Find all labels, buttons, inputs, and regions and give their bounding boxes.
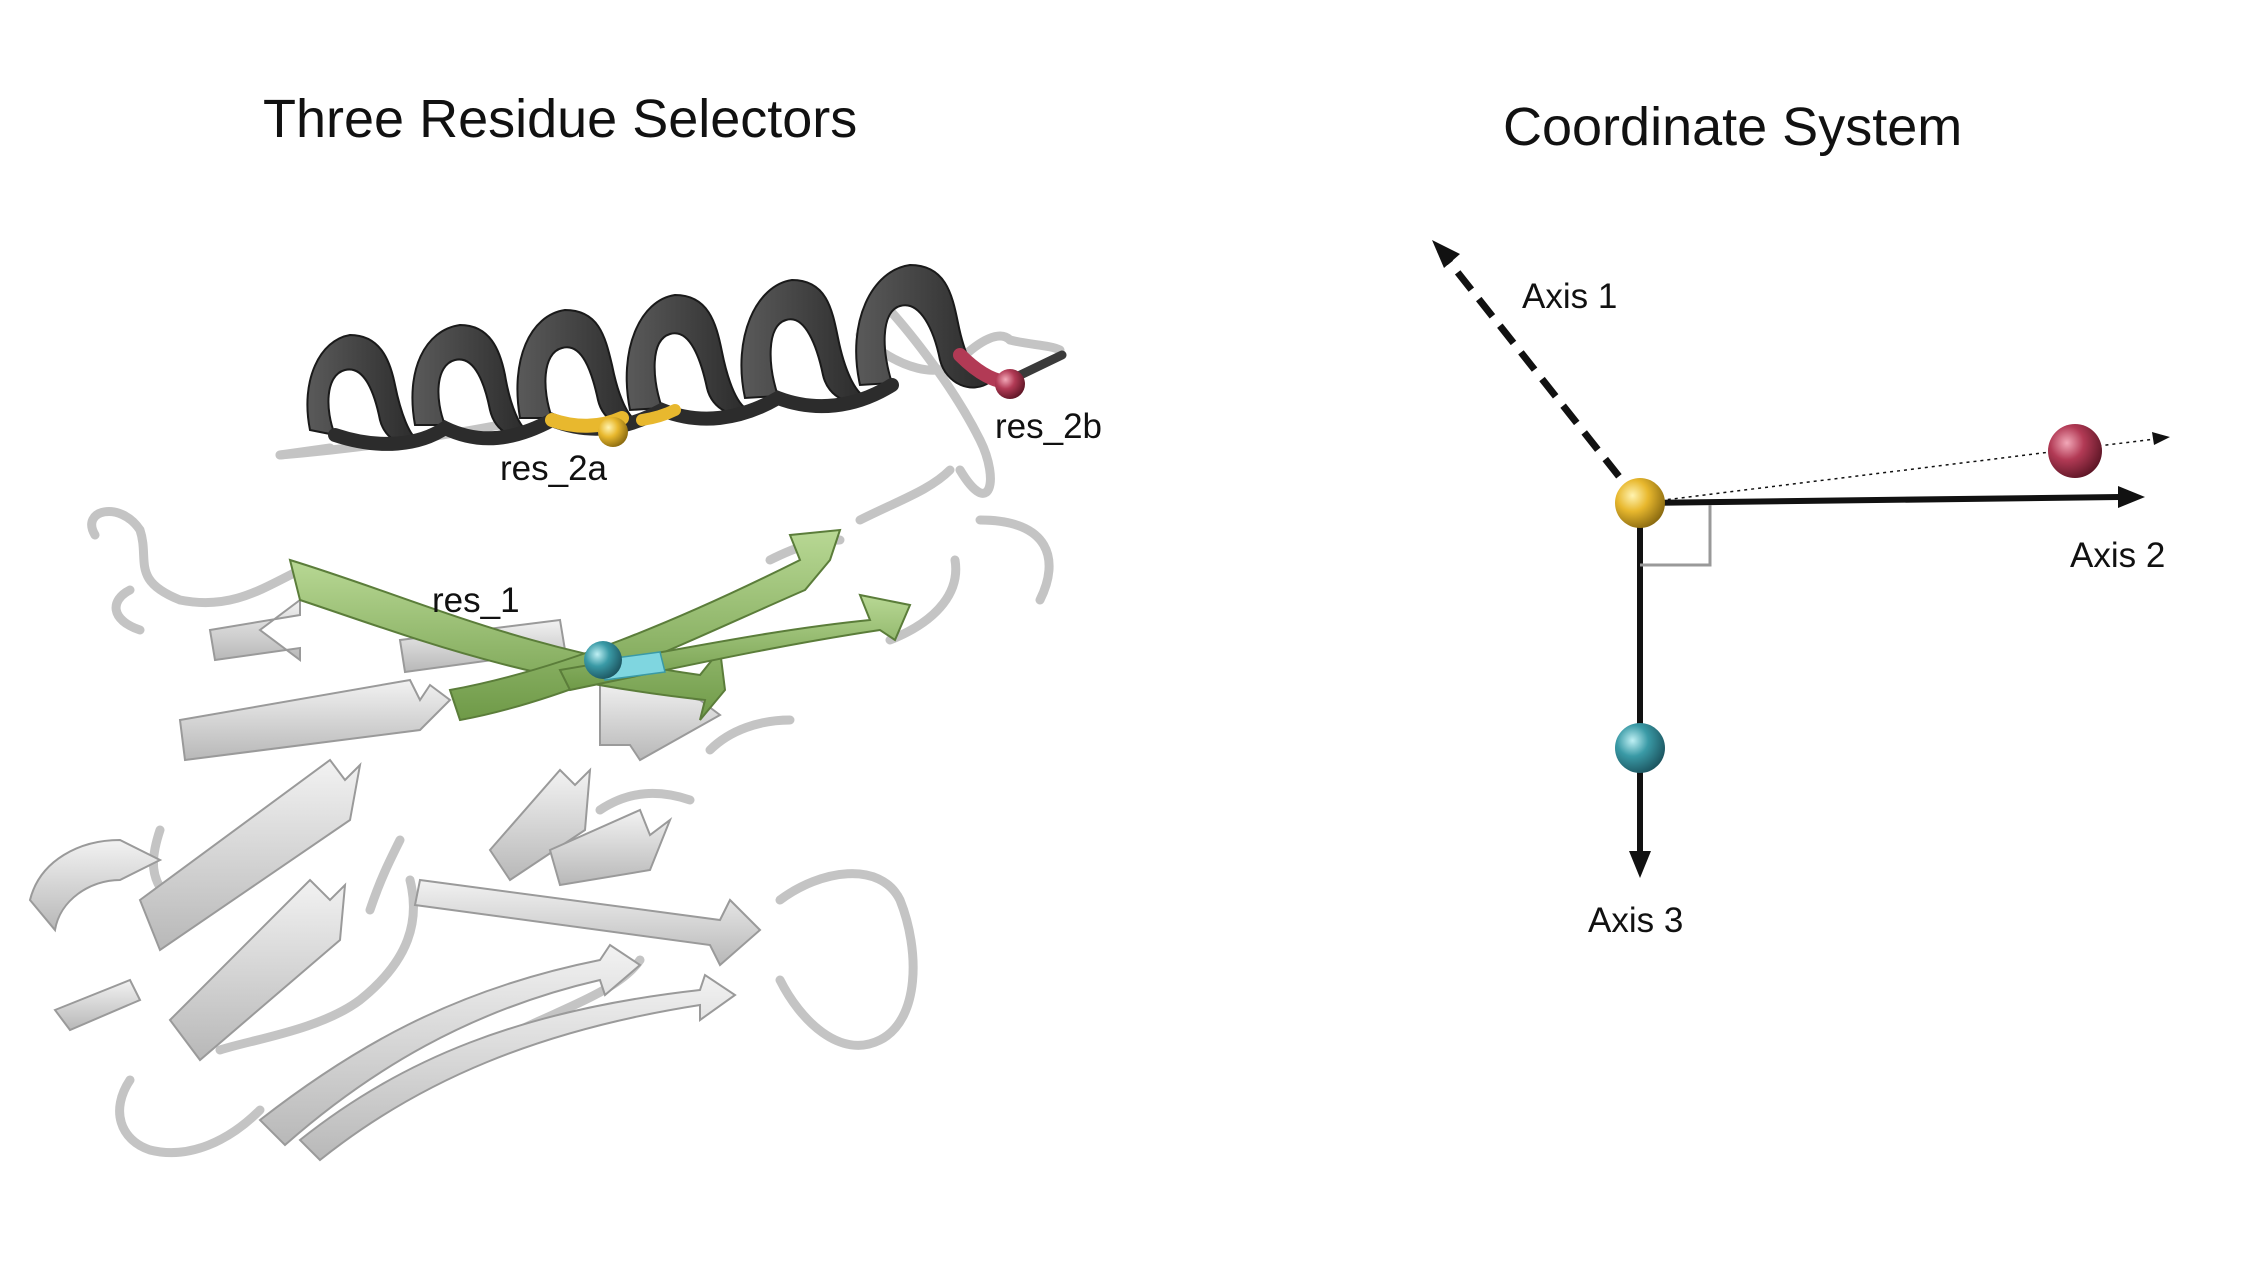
res-2b-direction-arrowhead <box>2152 432 2170 445</box>
alpha-helix <box>275 263 1067 460</box>
right-angle-marker <box>1640 505 1712 567</box>
res-2b-label: res_2b <box>995 407 1102 446</box>
res-1-sphere <box>584 641 622 679</box>
res-2a-label: res_2a <box>500 449 608 488</box>
res-2a-sphere <box>598 417 628 447</box>
right-panel-title: Coordinate System <box>1503 97 1963 157</box>
axis-1-arrowhead <box>1432 240 1460 268</box>
res-2b-point-sphere <box>2048 424 2102 478</box>
res-1-point-sphere <box>1615 723 1665 773</box>
axis-2-line <box>1639 494 2121 506</box>
res-2b-direction-line <box>1639 438 2156 504</box>
axis-3-arrowhead <box>1629 851 1651 878</box>
coordinate-system: Axis 1 Axis 2 Axis 3 <box>1432 240 2170 940</box>
res-2b-sphere <box>995 369 1025 399</box>
protein-cartoon: res_2a res_2b res_1 <box>28 263 1102 1162</box>
axis-1-line <box>1437 247 1643 506</box>
axis-3-label: Axis 3 <box>1588 901 1683 940</box>
axis-2-arrowhead <box>2118 486 2145 508</box>
axis-1-label: Axis 1 <box>1522 277 1617 316</box>
res-1-label: res_1 <box>432 581 520 620</box>
origin-sphere <box>1615 478 1665 528</box>
axis-2-label: Axis 2 <box>2070 536 2165 575</box>
left-panel-title: Three Residue Selectors <box>263 89 858 149</box>
